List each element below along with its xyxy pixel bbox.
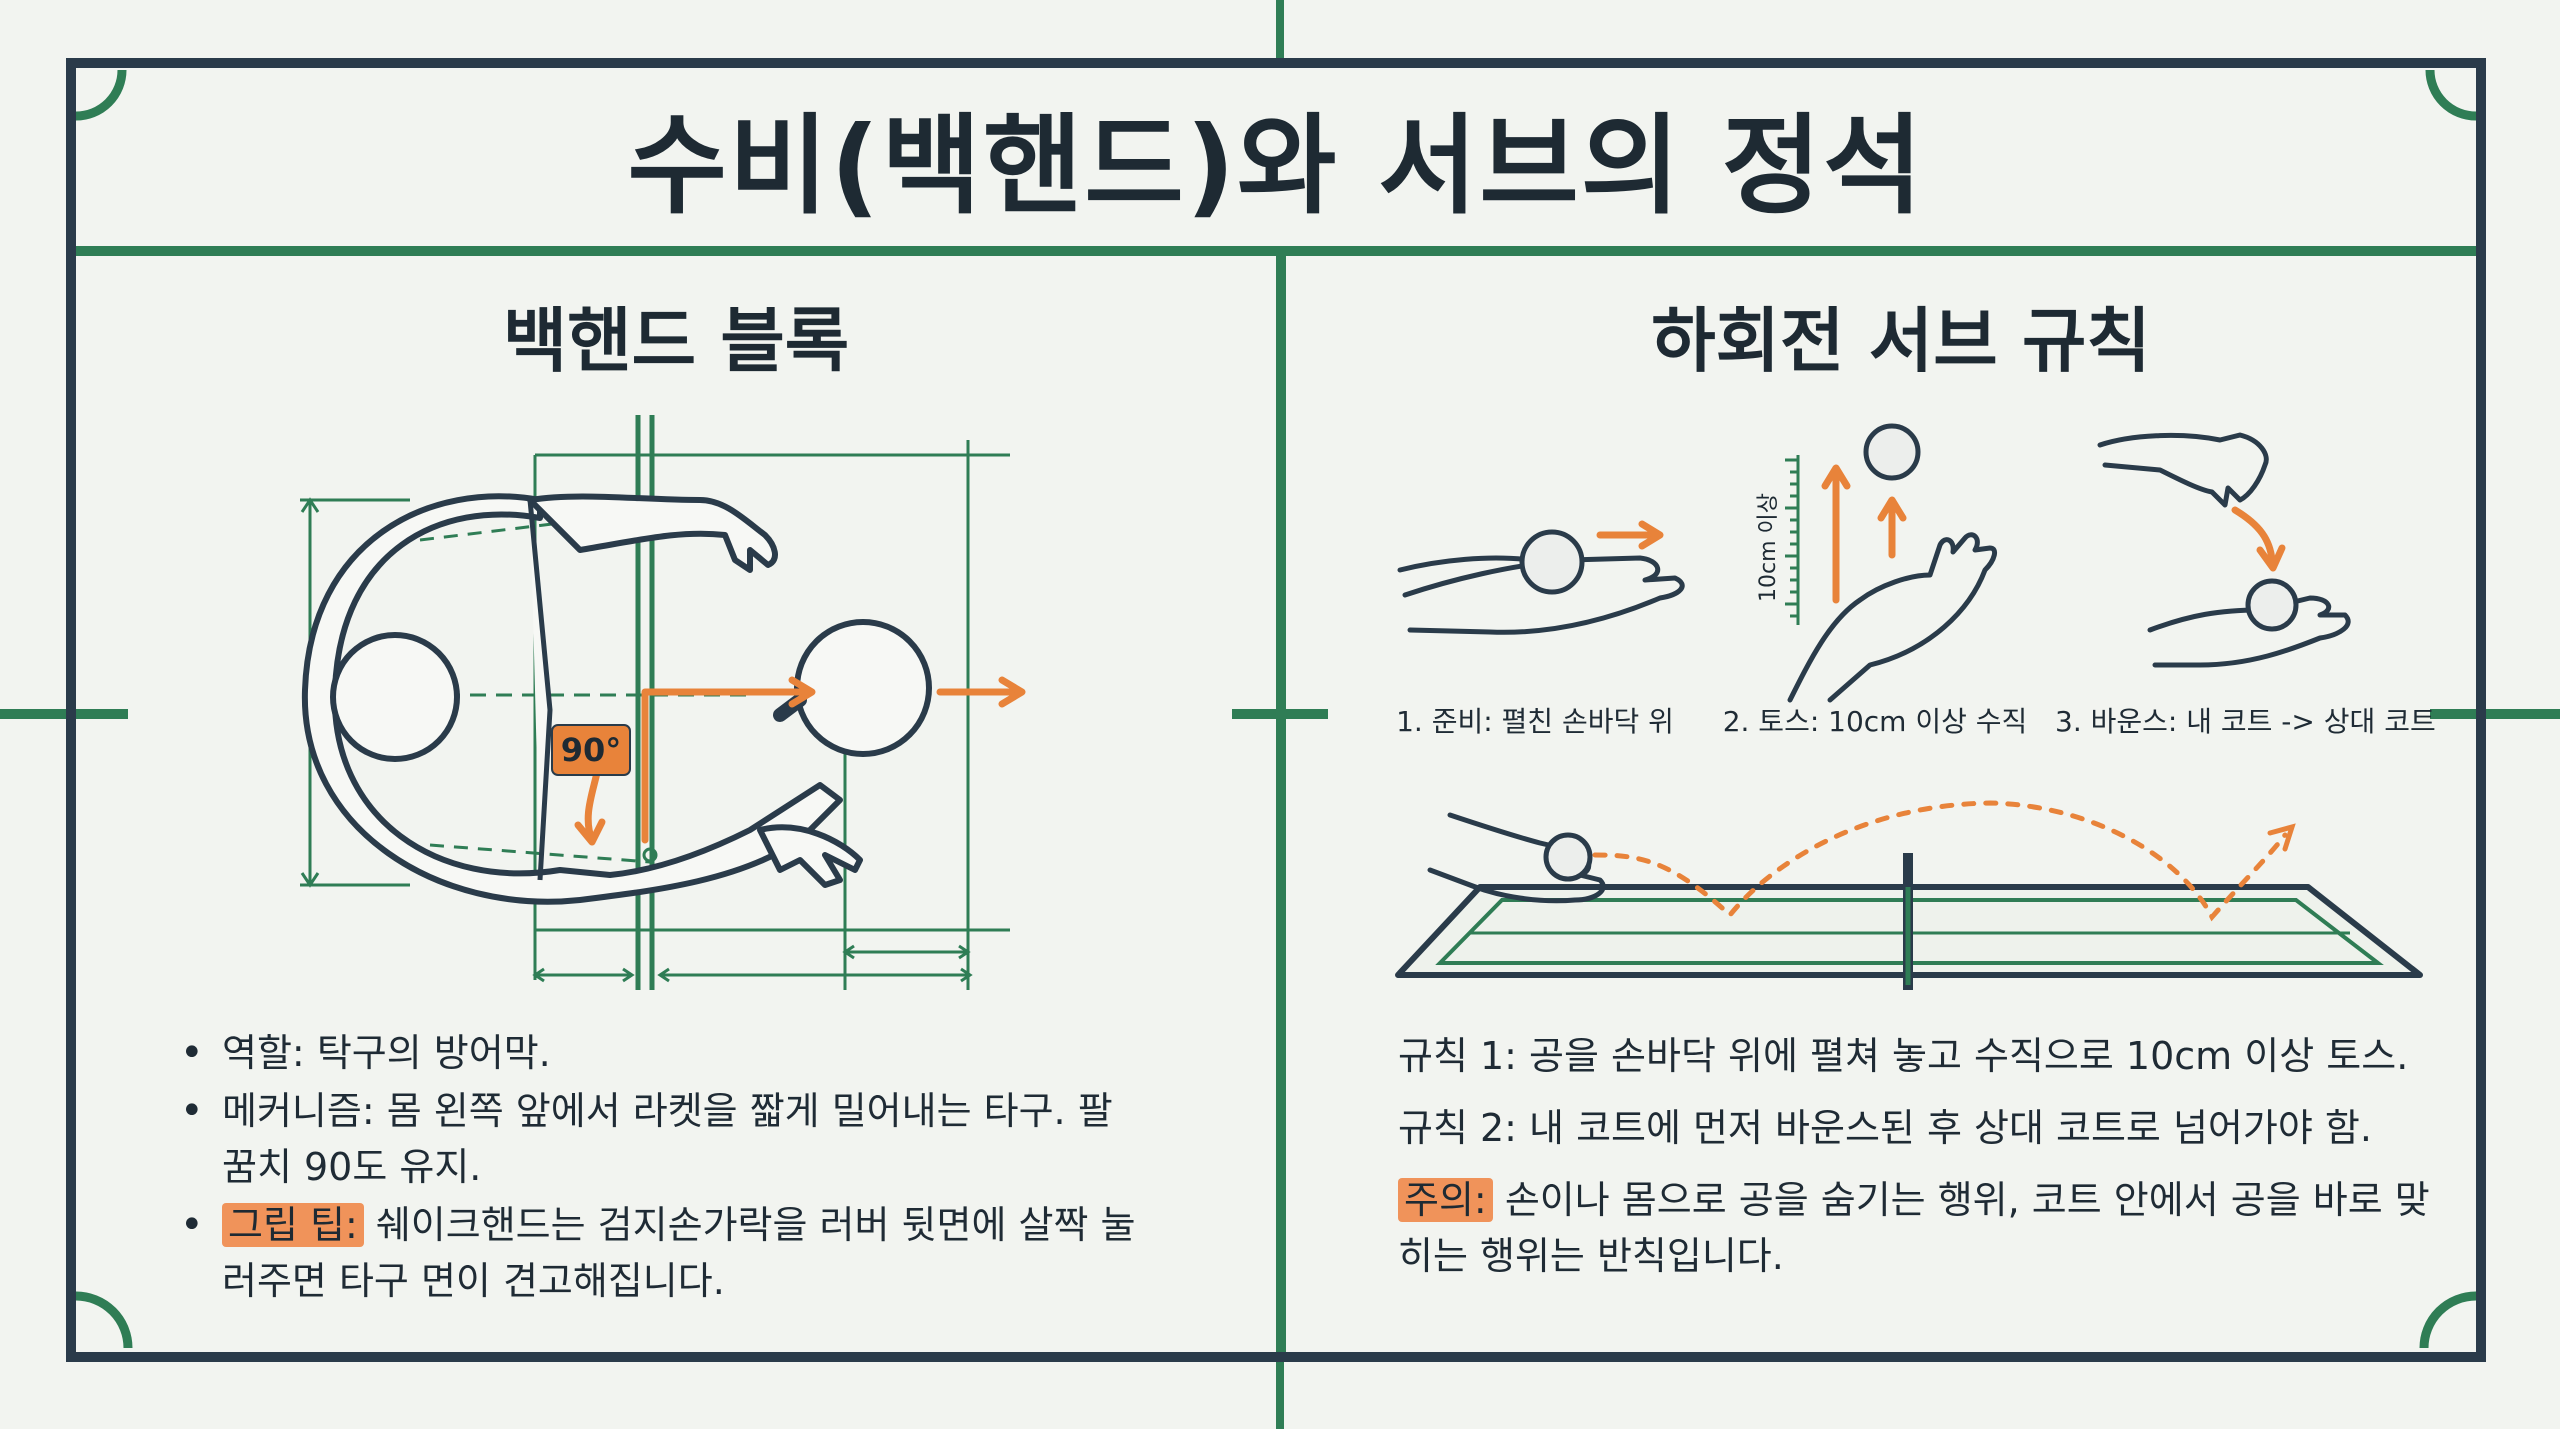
page-title: 수비(백핸드)와 서브의 정석: [627, 104, 1925, 229]
backhand-heading: 백핸드 블록: [502, 299, 850, 382]
registration-mark-top: [1276, 0, 1284, 58]
title-divider: [76, 246, 2476, 256]
bullet-role: 역할: 탁구의 방어막.: [180, 1025, 1140, 1081]
bullet-role-text: 탁구의 방어막.: [304, 1031, 551, 1075]
warning-text: 손이나 몸으로 공을 숨기는 행위, 코트 안에서 공을 바로 맞히는 행위는 …: [1398, 1178, 2430, 1278]
serve-steps-illustration: 10cm 이상: [1397, 423, 2351, 703]
bullet-mechanism-text: 몸 왼쪽 앞에서 라켓을 짧게 밀어내는 타구. 팔꿈치 90도 유지.: [222, 1089, 1113, 1189]
bullet-grip-tip-text: 쉐이크핸드는 검지손가락을 러버 뒷면에 살짝 눌러주면 타구 면이 견고해집니…: [222, 1203, 1136, 1303]
registration-mark-left: [0, 709, 128, 719]
rule-2: 규칙 2: 내 코트에 먼저 바운스된 후 상대 코트로 넘어가야 함.: [1398, 1106, 2372, 1150]
backhand-diagram: 90°: [300, 415, 1026, 990]
step-1-caption: 1. 준비: 펼친 손바닥 위: [1396, 705, 1674, 738]
serve-rules: 규칙 1: 공을 손바닥 위에 펼쳐 놓고 수직으로 10cm 이상 토스. 규…: [1398, 1028, 2438, 1284]
rule-1: 규칙 1: 공을 손바닥 위에 펼쳐 놓고 수직으로 10cm 이상 토스.: [1398, 1034, 2409, 1078]
serve-heading: 하회전 서브 규칙: [1651, 299, 2151, 382]
angle-label: 90°: [561, 731, 622, 769]
column-divider: [1276, 256, 1286, 1352]
warning-badge: 주의:: [1398, 1178, 1493, 1222]
bounce-illustration: [1395, 800, 2423, 990]
backhand-bullets: 역할: 탁구의 방어막. 메커니즘: 몸 왼쪽 앞에서 라켓을 짧게 밀어내는 …: [180, 1025, 1140, 1311]
step-2-caption: 2. 토스: 10cm 이상 수직: [1722, 705, 2028, 738]
bullet-mechanism-label: 메커니즘:: [222, 1089, 375, 1133]
grip-tip-badge: 그립 팁:: [222, 1203, 364, 1247]
page-frame: [66, 58, 2486, 1362]
ruler-label: 10cm 이상: [1756, 493, 1781, 602]
registration-mark-bottom: [1276, 1362, 1284, 1429]
bullet-grip-tip: 그립 팁: 쉐이크핸드는 검지손가락을 러버 뒷면에 살짝 눌러주면 타구 면이…: [180, 1197, 1140, 1309]
step-3-caption: 3. 바운스: 내 코트 -> 상대 코트: [2055, 705, 2436, 738]
bullet-role-label: 역할:: [222, 1031, 305, 1075]
bullet-mechanism: 메커니즘: 몸 왼쪽 앞에서 라켓을 짧게 밀어내는 타구. 팔꿈치 90도 유…: [180, 1083, 1140, 1195]
warning-note: 주의: 손이나 몸으로 공을 숨기는 행위, 코트 안에서 공을 바로 맞히는 …: [1398, 1172, 2438, 1284]
registration-mark-right: [2430, 709, 2560, 719]
